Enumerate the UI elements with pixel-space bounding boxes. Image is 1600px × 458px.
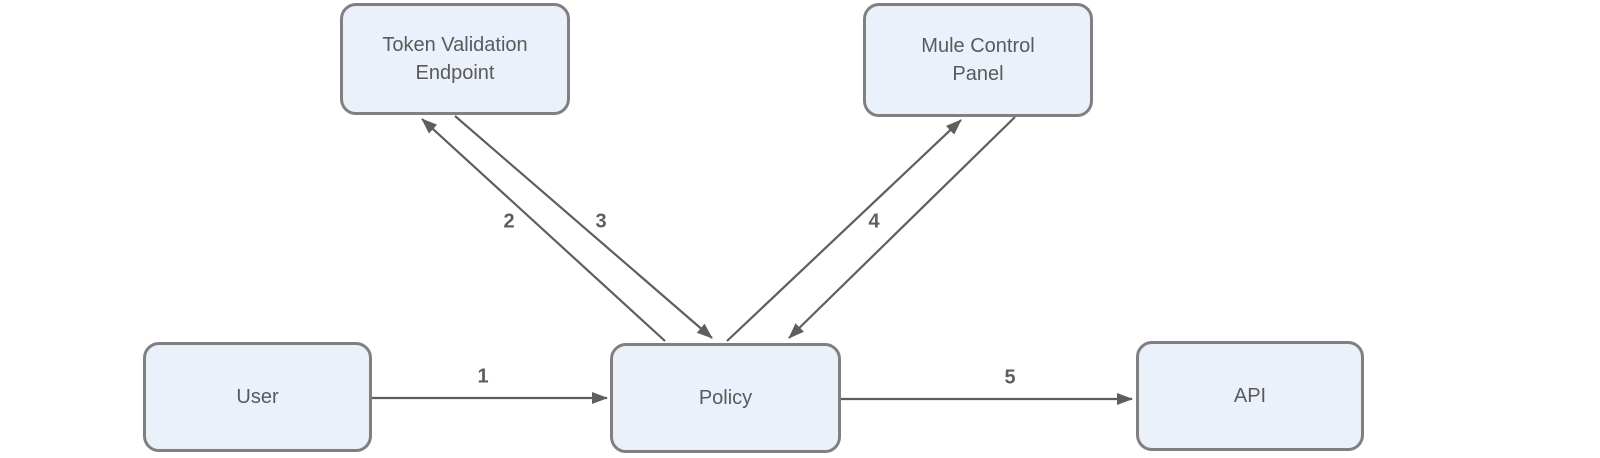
node-mule-control-panel[interactable]: Mule Control Panel: [863, 3, 1093, 117]
edge-mule-control-panel-to-policy: [788, 116, 1016, 339]
node-label: Token Validation Endpoint: [382, 34, 528, 84]
node-label: User: [236, 386, 279, 408]
edge-label-2: 2: [503, 210, 515, 233]
node-api[interactable]: API: [1136, 341, 1364, 451]
edge-token-validation-endpoint-to-policy: [454, 115, 713, 339]
node-policy[interactable]: Policy: [610, 343, 841, 453]
edge-label-1: 1: [477, 365, 489, 388]
edge-policy-to-token-validation-endpoint: [421, 118, 666, 342]
node-label: Mule Control Panel: [921, 35, 1035, 85]
node-token-validation-endpoint[interactable]: Token Validation Endpoint: [340, 3, 570, 115]
node-label: API: [1233, 385, 1267, 407]
edge-label-3: 3: [595, 210, 607, 233]
edge-label-4: 4: [868, 210, 880, 233]
edge-label-5: 5: [1004, 366, 1016, 389]
edge-policy-to-mule-control-panel: [726, 119, 962, 342]
node-label: Policy: [698, 387, 753, 409]
node-user[interactable]: User: [143, 342, 372, 452]
